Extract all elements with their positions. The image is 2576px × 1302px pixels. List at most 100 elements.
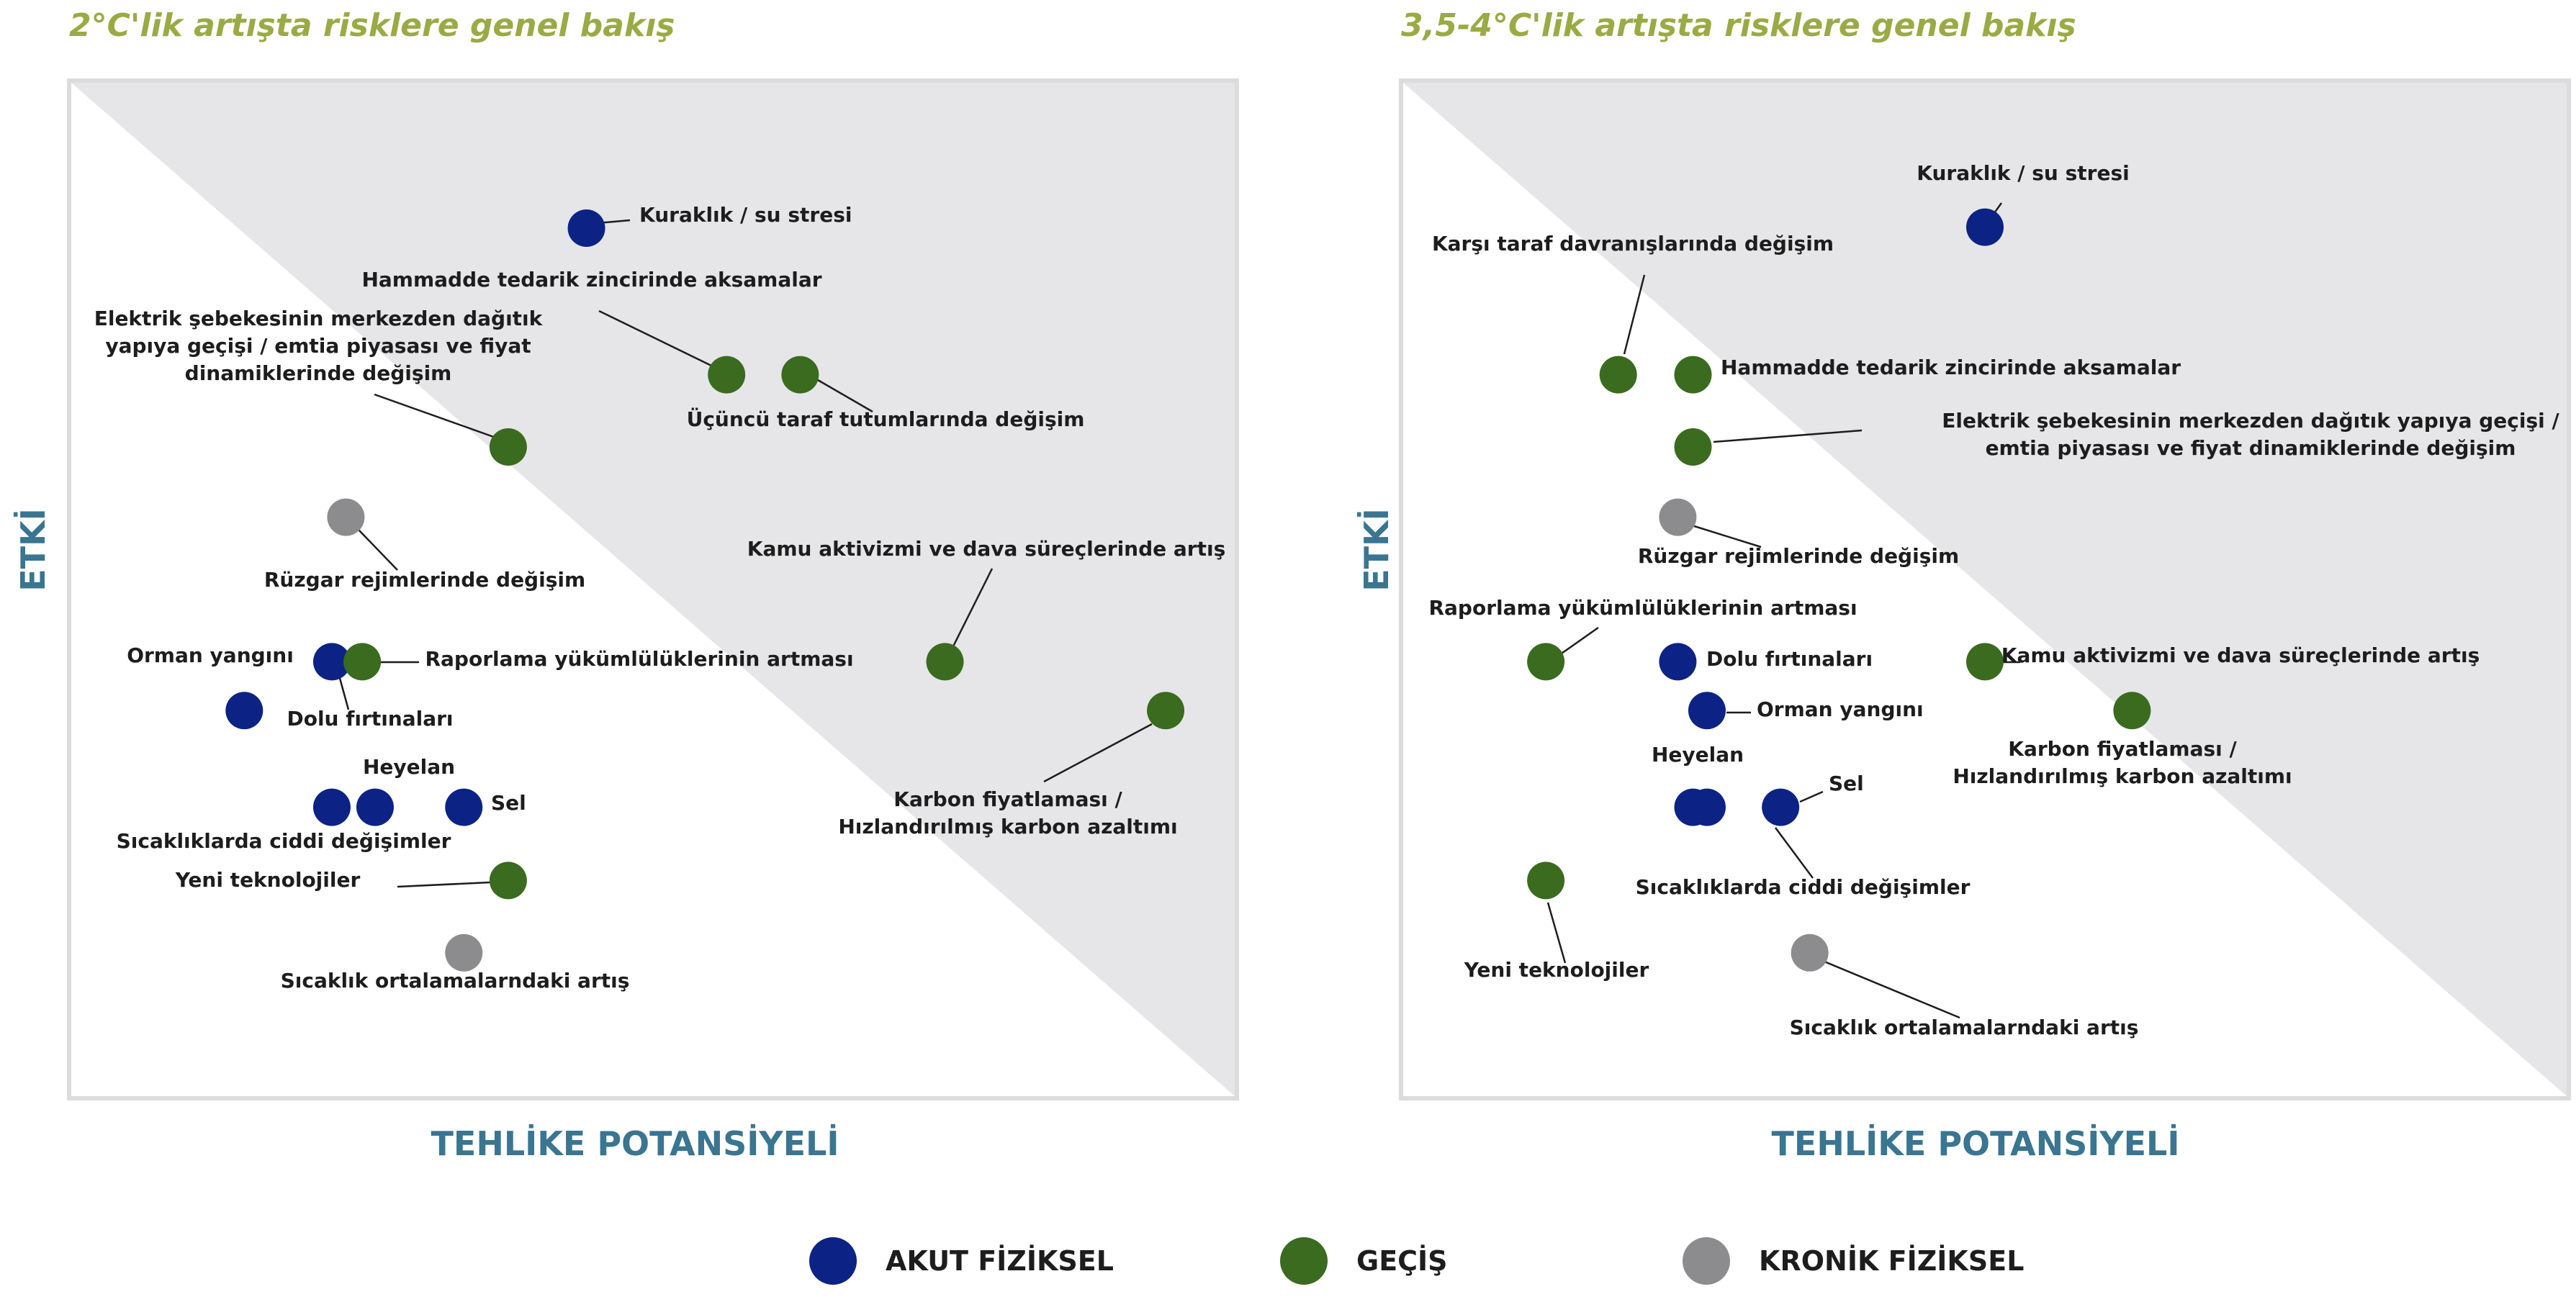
leader-line (1799, 790, 1824, 803)
data-point-acute (312, 788, 351, 826)
data-point-transition (2113, 692, 2151, 730)
data-label: Kuraklık / su stresi (1917, 161, 2129, 185)
legend-item-acute: AKUT FİZİKSEL (809, 1237, 1114, 1285)
data-label: Üçüncü taraf tutumlarında değişim (687, 407, 1085, 431)
data-label: Raporlama yükümlülüklerinin artması (425, 647, 853, 671)
data-point-transition (1527, 643, 1565, 681)
data-label: emtia piyasası ve fiyat dinamiklerinde d… (1986, 436, 2516, 460)
leader-line (374, 393, 500, 440)
legend-marker-chronic (1683, 1237, 1730, 1285)
legend-item-chronic: KRONİK FİZİKSEL (1683, 1237, 2024, 1285)
data-point-acute (445, 788, 483, 826)
x-axis-label-left: TEHLİKE POTANSİYELİ (431, 1124, 839, 1163)
data-label: Elektrik şebekesinin merkezden dağıtık y… (1942, 409, 2559, 433)
leader-line (1559, 626, 1599, 656)
data-point-transition (926, 643, 964, 681)
leader-line (1623, 274, 1646, 355)
data-point-transition (489, 862, 527, 900)
data-point-transition (343, 643, 382, 681)
data-label: Sıcaklık ortalamalarndaki artış (281, 969, 630, 993)
data-point-transition (1147, 692, 1185, 730)
leader-line (950, 568, 994, 650)
data-label: Heyelan (363, 755, 455, 779)
data-label: Rüzgar rejimlerinde değişim (1638, 544, 1959, 568)
data-label: Heyelan (1652, 743, 1744, 767)
data-label: Dolu fırtınaları (1706, 647, 1873, 671)
data-point-acute (567, 209, 605, 248)
data-point-transition (1674, 428, 1712, 466)
y-axis-label-right: ETKİ (1357, 508, 1396, 592)
legend-item-transition: GEÇİŞ (1280, 1237, 1448, 1285)
data-label: Sıcaklıklarda ciddi değişimler (117, 829, 451, 853)
leader-line (1043, 723, 1153, 783)
data-label: Kamu aktivizmi ve dava süreçlerinde artı… (2001, 643, 2480, 667)
data-point-acute (1659, 643, 1697, 681)
y-axis-label-left: ETKİ (14, 508, 53, 592)
data-label: Hammadde tedarik zincirinde aksamalar (1721, 356, 2181, 379)
data-label: Orman yangını (127, 643, 294, 667)
data-point-acute (312, 643, 351, 681)
leader-line (337, 672, 350, 710)
high-risk-zone (1403, 83, 2567, 1096)
data-label: dinamiklerinde değişim (185, 361, 452, 385)
data-point-transition (1674, 356, 1712, 394)
legend-label-transition: GEÇİŞ (1356, 1245, 1448, 1277)
data-point-transition (1599, 356, 1637, 394)
leader-line (1824, 960, 1960, 1019)
data-point-acute (356, 788, 394, 826)
legend-label-acute: AKUT FİZİKSEL (886, 1245, 1114, 1277)
data-label: Sıcaklıklarda ciddi değişimler (1636, 875, 1971, 899)
data-point-transition (1527, 862, 1565, 900)
data-label: Hızlandırılmış karbon azaltımı (838, 815, 1177, 838)
data-point-acute (1762, 788, 1800, 826)
data-point-transition (708, 356, 746, 394)
chart-title-right: 3,5-4°C'lik artışta risklere genel bakış (1401, 7, 2076, 44)
data-point-acute (1966, 208, 2004, 246)
x-axis-label-right: TEHLİKE POTANSİYELİ (1771, 1124, 2180, 1163)
leader-line (358, 529, 398, 571)
data-label: Hızlandırılmış karbon azaltımı (1953, 764, 2292, 788)
leader-line (598, 309, 712, 367)
data-point-chronic (1659, 498, 1697, 536)
data-label: Kamu aktivizmi ve dava süreçlerinde artı… (747, 537, 1226, 561)
data-label: Dolu fırtınaları (287, 707, 453, 731)
leader-line (1546, 902, 1567, 964)
data-label: Raporlama yükümlülüklerinin artması (1428, 596, 1857, 620)
data-label: Rüzgar rejimlerinde değişim (264, 568, 585, 592)
high-risk-zone (71, 83, 1235, 1096)
data-label: Karşı taraf davranışlarında değişim (1432, 232, 1834, 256)
data-label: Sel (1829, 772, 1864, 795)
data-label: Orman yangını (1757, 697, 1924, 721)
leader-line (1774, 827, 1814, 879)
data-point-transition (781, 356, 819, 394)
chart-title-left: 2°C'lik artışta risklere genel bakış (69, 7, 675, 44)
data-point-chronic (1791, 933, 1829, 972)
leader-line (397, 881, 490, 888)
data-label: Yeni teknolojiler (1464, 958, 1649, 982)
leader-line (817, 379, 873, 413)
data-label: Karbon fiyatlaması / (893, 787, 1122, 811)
data-point-acute (225, 692, 264, 730)
data-point-transition (1966, 643, 2004, 681)
data-label: Kuraklık / su stresi (639, 203, 852, 227)
data-point-chronic (327, 498, 365, 536)
data-point-transition (489, 428, 527, 466)
data-label: yapıya geçişi / emtia piyasası ve fiyat (105, 334, 531, 358)
leader-line (1691, 524, 1762, 548)
data-point-acute (1688, 692, 1726, 730)
data-label: Elektrik şebekesinin merkezden dağıtık (94, 307, 544, 330)
data-point-acute (1688, 788, 1726, 826)
legend-marker-acute (809, 1237, 857, 1285)
data-label: Karbon fiyatlaması / (2008, 737, 2237, 761)
data-label: Sıcaklık ortalamalarndaki artış (1790, 1016, 2139, 1039)
data-label: Hammadde tedarik zincirinde aksamalar (361, 268, 821, 291)
legend-marker-transition (1280, 1237, 1328, 1285)
legend-label-chronic: KRONİK FİZİKSEL (1759, 1245, 2025, 1277)
data-label: Sel (491, 791, 526, 815)
data-point-chronic (445, 933, 483, 972)
leader-line (1713, 429, 1863, 443)
data-label: Yeni teknolojiler (175, 868, 361, 892)
